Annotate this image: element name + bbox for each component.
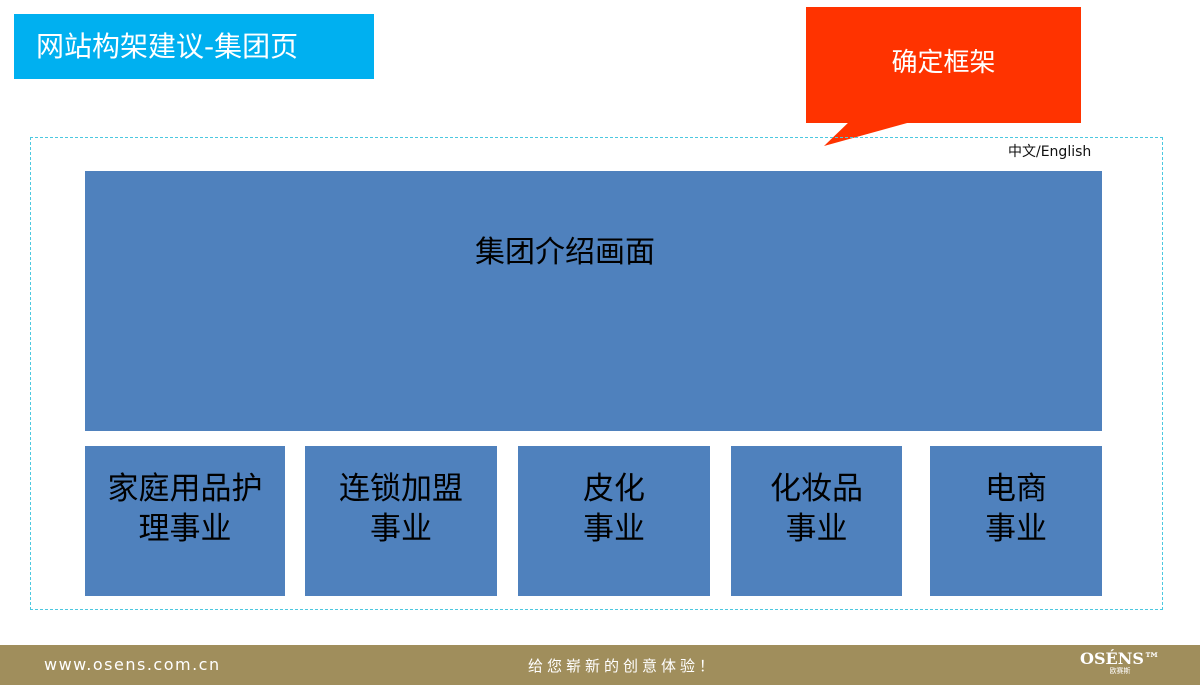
biz-label: 事业 xyxy=(985,511,1047,547)
language-switch-link[interactable]: 中文/English xyxy=(1008,144,1092,160)
page-frame xyxy=(30,137,1163,610)
business-franchise[interactable]: 连锁加盟事业 xyxy=(305,446,497,596)
biz-label: 电商 xyxy=(985,471,1047,507)
biz-label: 事业 xyxy=(785,511,848,547)
biz-label: 事业 xyxy=(583,511,645,547)
biz-label: 皮化 xyxy=(583,471,645,507)
callout-confirm-framework: 确定框架 xyxy=(806,7,1081,123)
slide-title: 网站构架建议-集团页 xyxy=(14,14,374,79)
group-intro-banner[interactable]: 集团介绍画面 xyxy=(85,171,1102,431)
biz-label: 连锁加盟 xyxy=(339,471,463,507)
business-leather-chem[interactable]: 皮化事业 xyxy=(518,446,710,596)
banner-label: 集团介绍画面 xyxy=(475,235,655,270)
footer-slogan: 给您崭新的创意体验！ xyxy=(528,657,719,675)
biz-label: 化妆品 xyxy=(770,471,863,507)
footer-url: www.osens.com.cn xyxy=(44,655,221,674)
biz-label: 事业 xyxy=(370,511,432,547)
business-household-care[interactable]: 家庭用品护理事业 xyxy=(85,446,285,596)
biz-label: 理事业 xyxy=(138,511,232,547)
biz-label: 家庭用品护 xyxy=(107,471,263,507)
business-cosmetics[interactable]: 化妆品事业 xyxy=(731,446,902,596)
business-ecommerce[interactable]: 电商事业 xyxy=(930,446,1102,596)
callout-tail xyxy=(824,120,918,146)
